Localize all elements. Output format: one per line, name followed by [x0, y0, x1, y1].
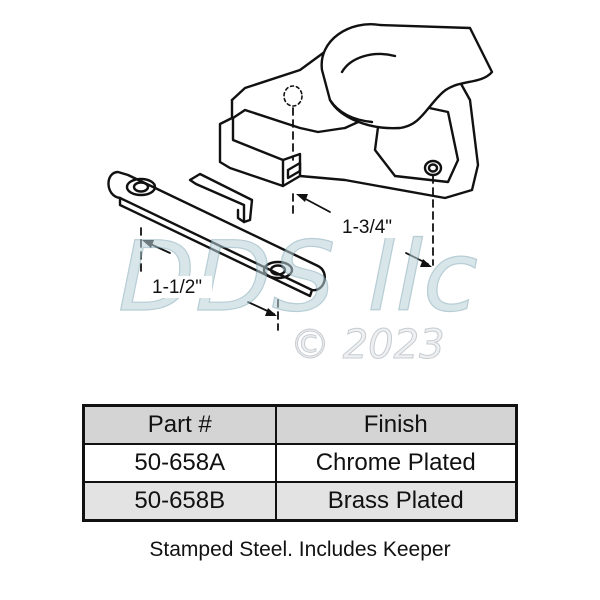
dimension-arrows [142, 194, 432, 316]
dimension-label-lock: 1-3/4" [342, 217, 392, 238]
dimension-lines [140, 107, 434, 331]
table-header-row: Part # Finish [82, 404, 518, 445]
keeper-plate [107, 170, 326, 298]
table-row: 50-658B Brass Plated [82, 481, 518, 522]
part-finish-table: Part # Finish 50-658A Chrome Plated 50-6… [82, 404, 518, 522]
column-header-finish: Finish [274, 404, 518, 445]
dimension-label-keeper: 1-1/2" [152, 277, 202, 298]
column-header-part: Part # [82, 404, 277, 445]
sash-lock-drawing: DDS llc © 2023 1-3/4" 1-1/2" [107, 23, 494, 369]
part-number-cell: 50-658B [82, 481, 277, 522]
finish-cell: Chrome Plated [274, 443, 518, 483]
watermark-copyright: © 2023 [290, 322, 445, 368]
lock-body [218, 23, 494, 200]
finish-cell: Brass Plated [274, 481, 518, 522]
part-number-cell: 50-658A [82, 443, 277, 483]
table-row: 50-658A Chrome Plated [82, 443, 518, 483]
product-caption: Stamped Steel. Includes Keeper [149, 538, 451, 561]
